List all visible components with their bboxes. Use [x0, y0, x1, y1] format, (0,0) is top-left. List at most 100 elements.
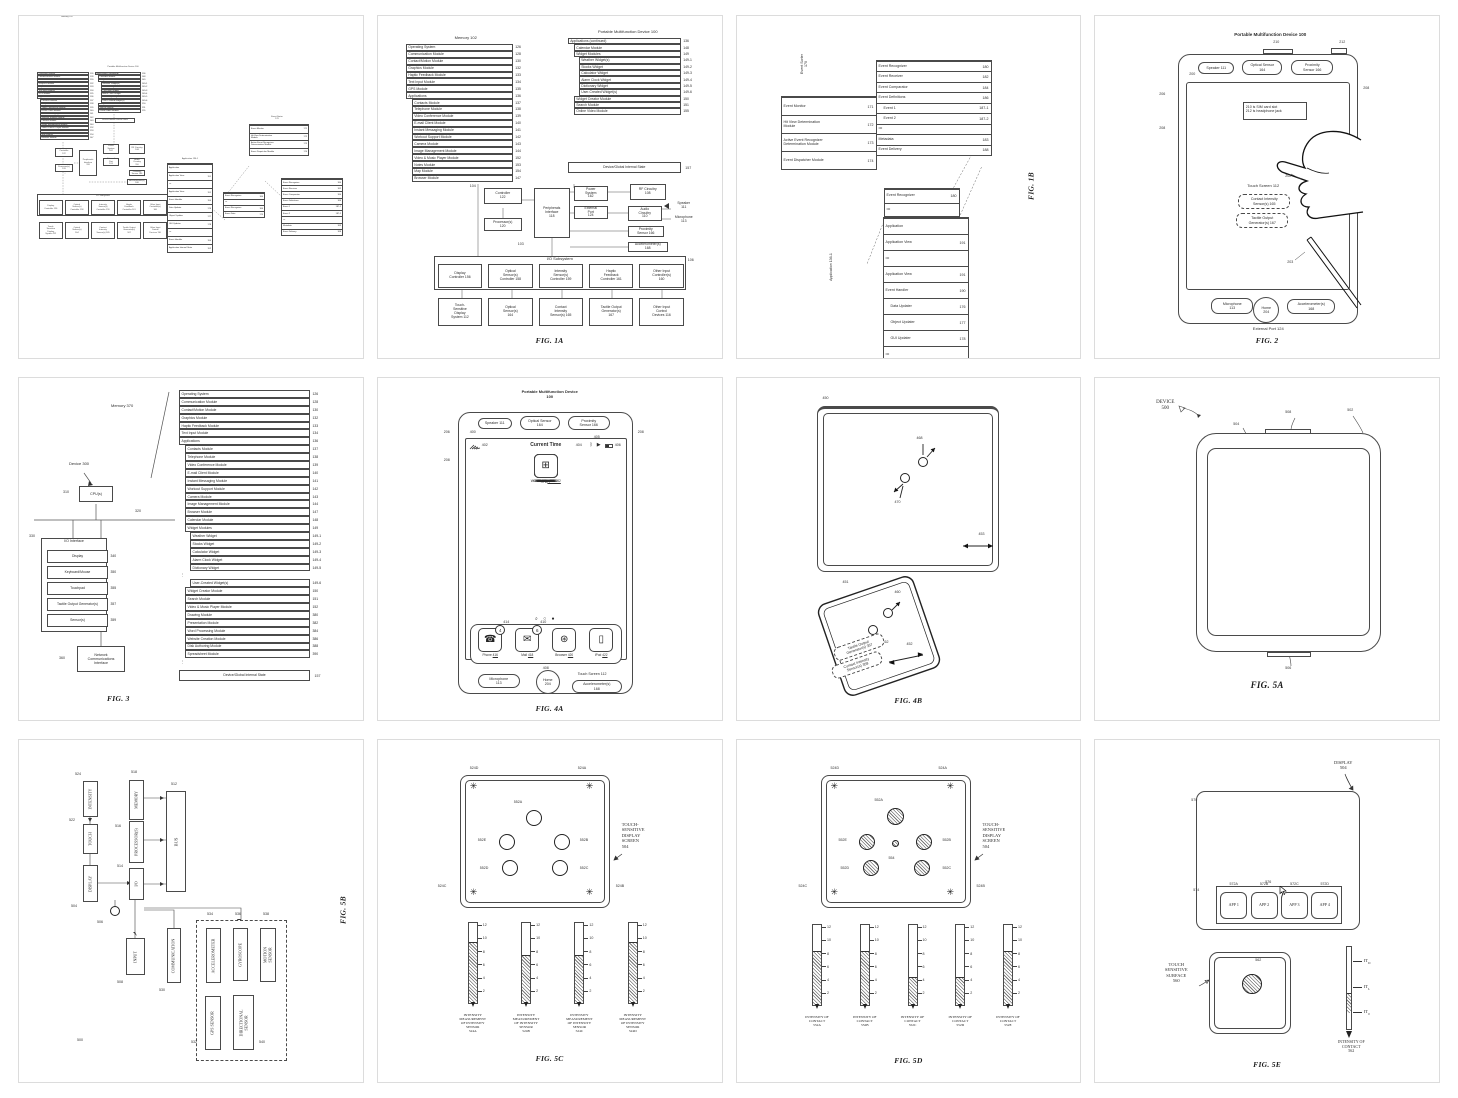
- bar-label: INTENSITY OF CONTACT 552A: [805, 1015, 829, 1027]
- tick-label: 8: [531, 950, 540, 954]
- connector-lines: [88, 796, 242, 938]
- proximity-sensor-pill: Proximity Sensor 166: [1291, 60, 1334, 75]
- figure-card-5b[interactable]: 524 INTENSITY 522 TOUCH DISPLAY 504 518 …: [18, 739, 364, 1083]
- display-label: DISPLAY: [87, 875, 93, 892]
- speaker-pill: Speaker 111: [1198, 62, 1235, 74]
- figure-card-5a[interactable]: DEVICE 500 504 508 502 506 FIG. 5A: [1094, 377, 1440, 721]
- app-icon-glyph: ▯: [598, 634, 604, 645]
- ref-452: 452: [906, 642, 913, 646]
- app-icon[interactable]: ⊞ Utilities: [527, 454, 565, 483]
- dock-app-icon[interactable]: ⊛ Browser 420: [547, 628, 581, 657]
- figure-card-5e[interactable]: DISPLAY 504 570 574 572A APP 1 572B APP …: [1094, 739, 1440, 1083]
- ref-360: 360: [59, 656, 65, 660]
- memory-title: Memory 102: [454, 35, 477, 40]
- power-system-box: Power System 162: [573, 186, 608, 201]
- accelerometer-box: Accelerometer(s) 168: [627, 242, 668, 252]
- accelerometer-pill: Accelerometer(s) 168: [571, 680, 622, 693]
- ref-460: 460: [894, 590, 901, 594]
- tick-label: 10: [584, 936, 593, 940]
- app-icon-label: Settings 446: [536, 479, 555, 483]
- threshold-row: ITD: [1353, 958, 1370, 965]
- home-button[interactable]: Home 204: [535, 670, 560, 694]
- table-row: Active Event Recognizer Determination Mo…: [250, 140, 308, 148]
- list-item: Tactile Output Generator(s) 357: [47, 596, 123, 612]
- ref-530: 530: [159, 988, 165, 992]
- io-device-box: Tactile Output Generator(s) 167: [117, 222, 141, 239]
- figure-card-4b[interactable]: 450 468 470 453 460 462 452 451 Tactile …: [735, 377, 1082, 721]
- figure-card-3[interactable]: Memory 370 Device 300 310 CPU(s) 320 I/O…: [18, 377, 364, 721]
- app-button[interactable]: APP 1: [1220, 892, 1248, 919]
- crown-input[interactable]: [110, 906, 120, 916]
- figure-caption-wrap: FIG. 1B: [1023, 166, 1039, 206]
- figure-card-4a[interactable]: Portable Multifunction Device 100 Speake…: [376, 377, 723, 721]
- tick-label: 2: [584, 989, 593, 993]
- app-icon-label: Utilities: [540, 479, 551, 483]
- home-button[interactable]: Home 204: [1253, 297, 1280, 323]
- app-ref: 572D: [1320, 882, 1330, 886]
- tick-label: 10: [478, 936, 487, 940]
- ref-536: 536: [235, 912, 241, 916]
- contact-470: [899, 473, 910, 483]
- table-row: •••: [883, 346, 968, 358]
- communication-label: COMMUNICATION: [170, 938, 176, 973]
- dock-app-icon[interactable]: ☎4 Phone 416 414: [473, 620, 509, 657]
- app-ref: 572C: [1290, 882, 1299, 886]
- memory-box: MEMORY: [129, 780, 144, 820]
- dock-app-icon[interactable]: ▯ iPod 422: [584, 628, 618, 657]
- display-box: DISPLAY: [83, 865, 98, 902]
- io-controller-box: Haptic Feedback Controller 161: [117, 200, 141, 215]
- bar-label: INTENSITY MEASUREMENT OF INTENSITY SENSO…: [619, 1013, 647, 1033]
- intensity-fill: [1347, 992, 1352, 1013]
- ref-470: 470: [894, 500, 901, 504]
- app-button[interactable]: APP 4: [1311, 892, 1339, 919]
- screen-annotation: TOUCH- SENSITIVE DISPLAY SCREEN 504: [982, 822, 1006, 849]
- dock-app-icon[interactable]: ✉6 Mail 418 410: [510, 620, 546, 657]
- threshold-tick: [1353, 960, 1363, 962]
- ref-524a: 524A: [577, 766, 587, 770]
- app-button[interactable]: APP 3: [1280, 892, 1308, 919]
- bar-label: INTENSITY OF CONTACT 552B: [853, 1015, 877, 1027]
- contact-552d: [862, 860, 879, 876]
- figure-card-2[interactable]: Portable Multifunction Device 100 210 21…: [1094, 15, 1440, 359]
- application-title: Application 136-1: [181, 158, 199, 160]
- figure-card-5d[interactable]: 524D 524A 524C 524B ✳ ✳ ✳ ✳ 552A 552E 55…: [735, 739, 1082, 1083]
- figure-card-5c[interactable]: 524D 524A 524C 524B ✳ ✳ ✳ ✳ 552A 552E 55…: [376, 739, 723, 1083]
- gyroscope-label: GYROSCOPE: [237, 942, 243, 967]
- bar-label: INTENSITY MEASUREMENT OF INTENSITY SENSO…: [512, 1013, 540, 1033]
- app-icon-glyph: ✉: [523, 634, 532, 645]
- io-controller-box: Intensity Sensor(s) Controller 159: [538, 264, 583, 288]
- bottom-button[interactable]: [1267, 652, 1312, 657]
- app-icon-tile: ⊞: [533, 454, 558, 478]
- figure-caption: FIG. 5B: [338, 896, 348, 924]
- bar-fill: [860, 950, 869, 1005]
- app-button[interactable]: APP 2: [1250, 892, 1278, 919]
- tactile-output-generators-box: Tactile Output Generator(s) 167: [1236, 213, 1289, 228]
- app-icon-label: iTunes: [541, 479, 551, 483]
